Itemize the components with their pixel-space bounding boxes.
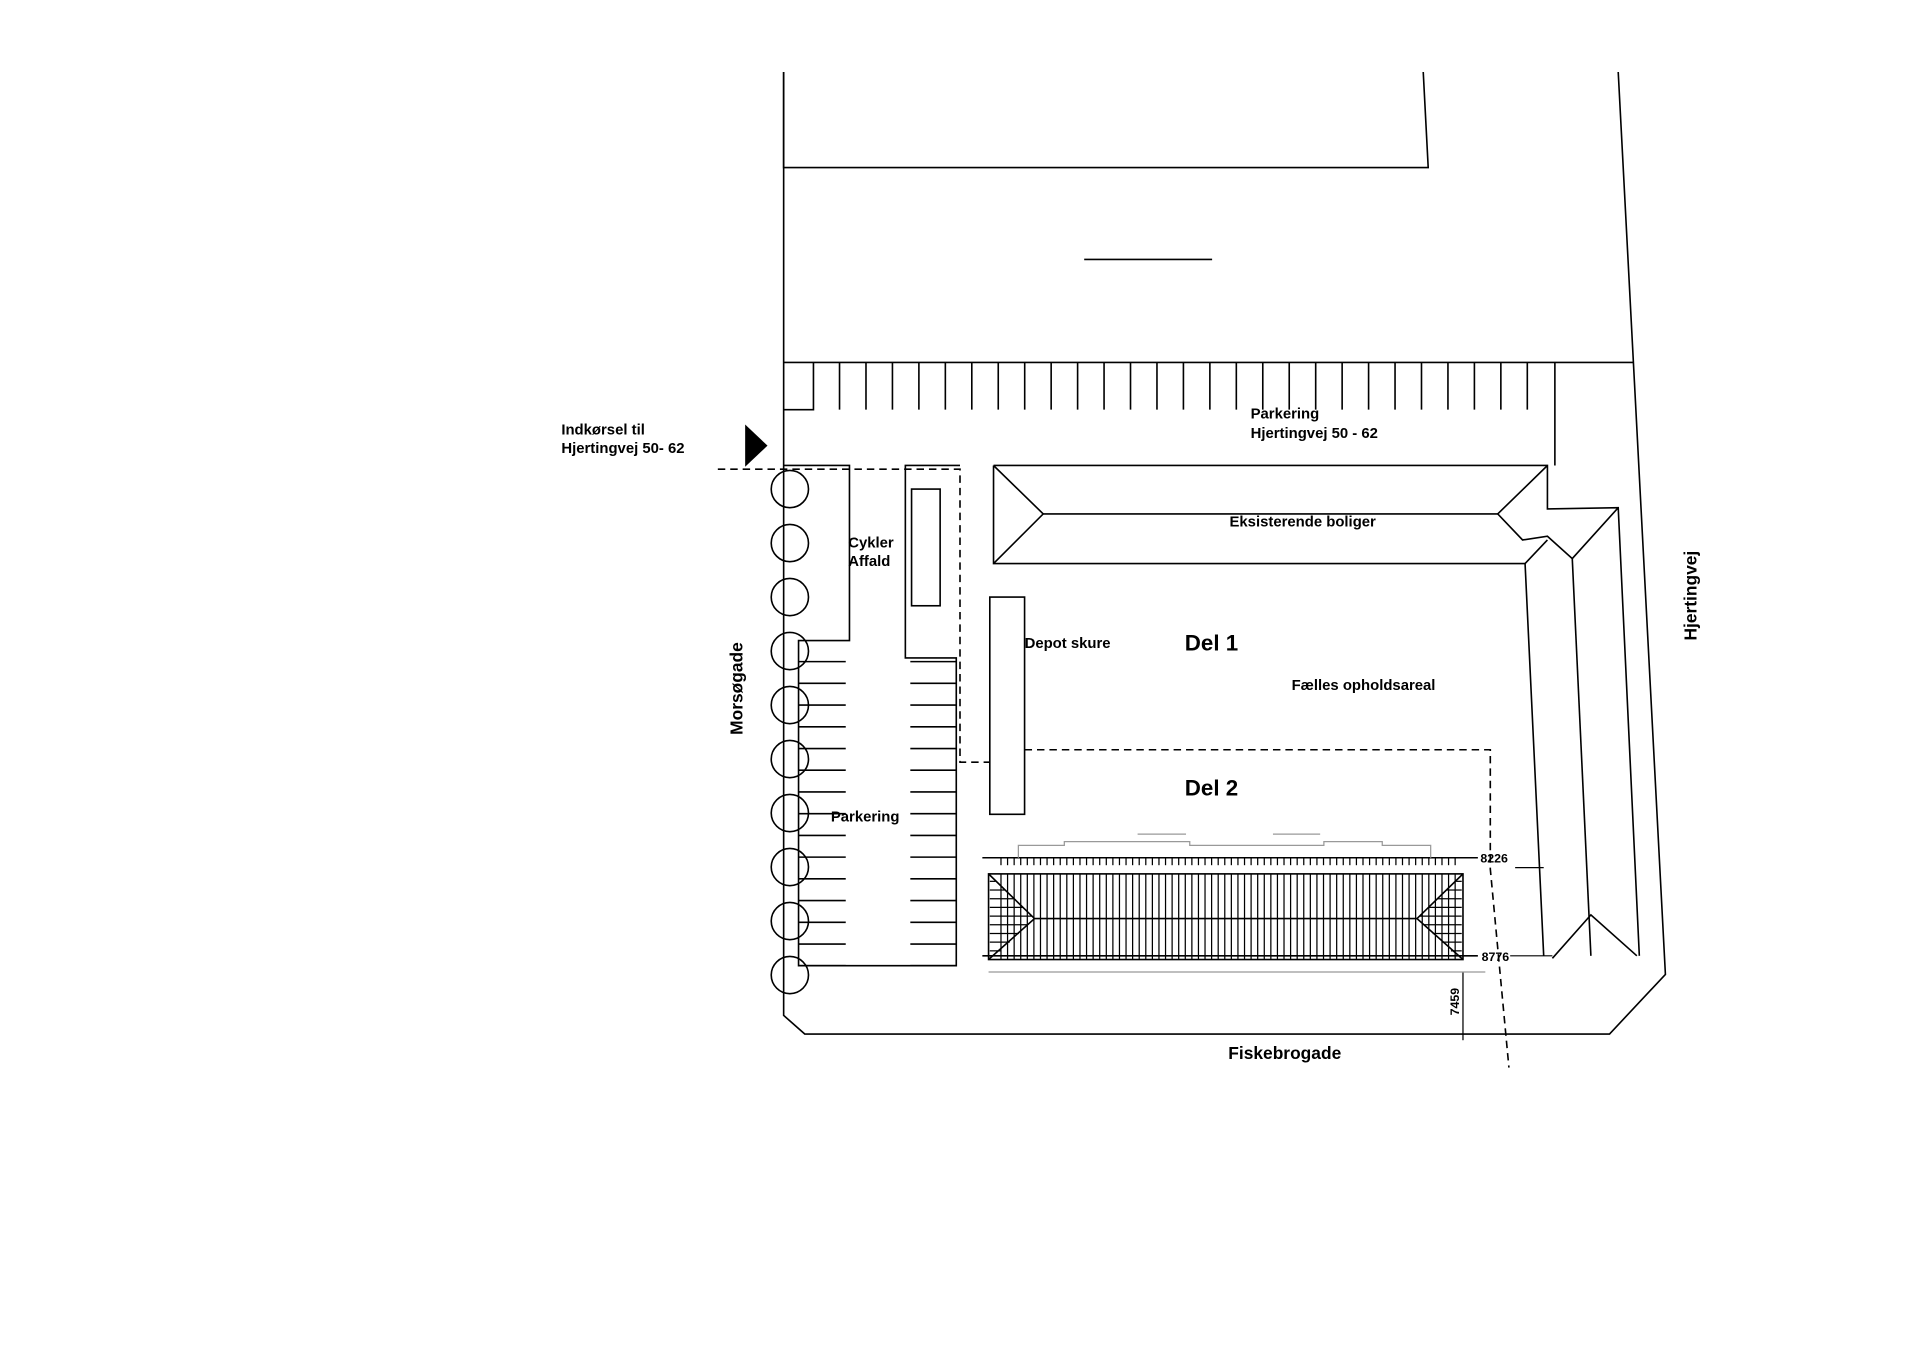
- street-south-label: Fiskebrogade: [1228, 1043, 1341, 1063]
- north-building: [782, 71, 1430, 169]
- new-building: [987, 873, 1464, 961]
- site-boundary: [782, 71, 1667, 1035]
- tree-icon: [770, 631, 810, 671]
- tree-icon: [770, 955, 810, 995]
- tree-icon: [770, 685, 810, 725]
- tree-icon: [770, 469, 810, 509]
- entrance-label-2: Hjertingvej 50- 62: [561, 441, 684, 457]
- parking-first-stall: [783, 362, 815, 411]
- waste-label: Affald: [848, 554, 890, 570]
- existing-building-roof-corner: [1496, 464, 1619, 560]
- existing-building-inner: [992, 465, 1545, 956]
- street-east-label: Hjertingvej: [1680, 551, 1700, 641]
- common-area-label: Fælles opholdsareal: [1292, 678, 1436, 694]
- existing-housing-label: Eksisterende boliger: [1229, 514, 1376, 530]
- bikes-label: Cykler: [848, 535, 894, 551]
- dimension-vertical: 7459: [1448, 988, 1462, 1016]
- tree-icon: [770, 523, 810, 563]
- depot-label: Depot skure: [1025, 636, 1111, 652]
- tree-icon: [770, 739, 810, 779]
- parking-left-label: Parkering: [831, 810, 900, 826]
- tree-icon: [770, 793, 810, 833]
- tree-icon: [770, 901, 810, 941]
- wing-inner: [1524, 539, 1549, 565]
- west-dashed-boundary: [717, 468, 990, 763]
- bike-shed: [910, 488, 941, 607]
- existing-building-roof: [992, 464, 1045, 565]
- del-divider-dashed: [1024, 748, 1510, 1068]
- existing-building: [993, 464, 1641, 956]
- generated-marks: [770, 362, 1529, 995]
- entrance-arrow-icon: [745, 424, 768, 467]
- parking-top-label-2: Hjertingvej 50 - 62: [1251, 426, 1378, 442]
- del2-label: Del 2: [1185, 776, 1238, 801]
- entrance-label-1: Indkørsel til: [561, 422, 645, 438]
- new-building-eave-outline: [1017, 840, 1432, 858]
- parking-top-label-1: Parkering: [1251, 406, 1320, 422]
- dimension-bottom: 8776: [1482, 950, 1510, 964]
- del1-label: Del 1: [1185, 630, 1238, 655]
- tree-icon: [770, 577, 810, 617]
- bike-waste-area: [783, 464, 960, 967]
- tree-icon: [770, 847, 810, 887]
- new-building-roof-right: [1415, 873, 1464, 961]
- depot-shed: [988, 596, 1026, 816]
- wing-end-roof: [1551, 913, 1638, 959]
- street-west-label: Morsøgade: [727, 642, 747, 735]
- dimension-top: 8226: [1480, 852, 1508, 866]
- existing-building-wing-ridge: [1571, 558, 1592, 956]
